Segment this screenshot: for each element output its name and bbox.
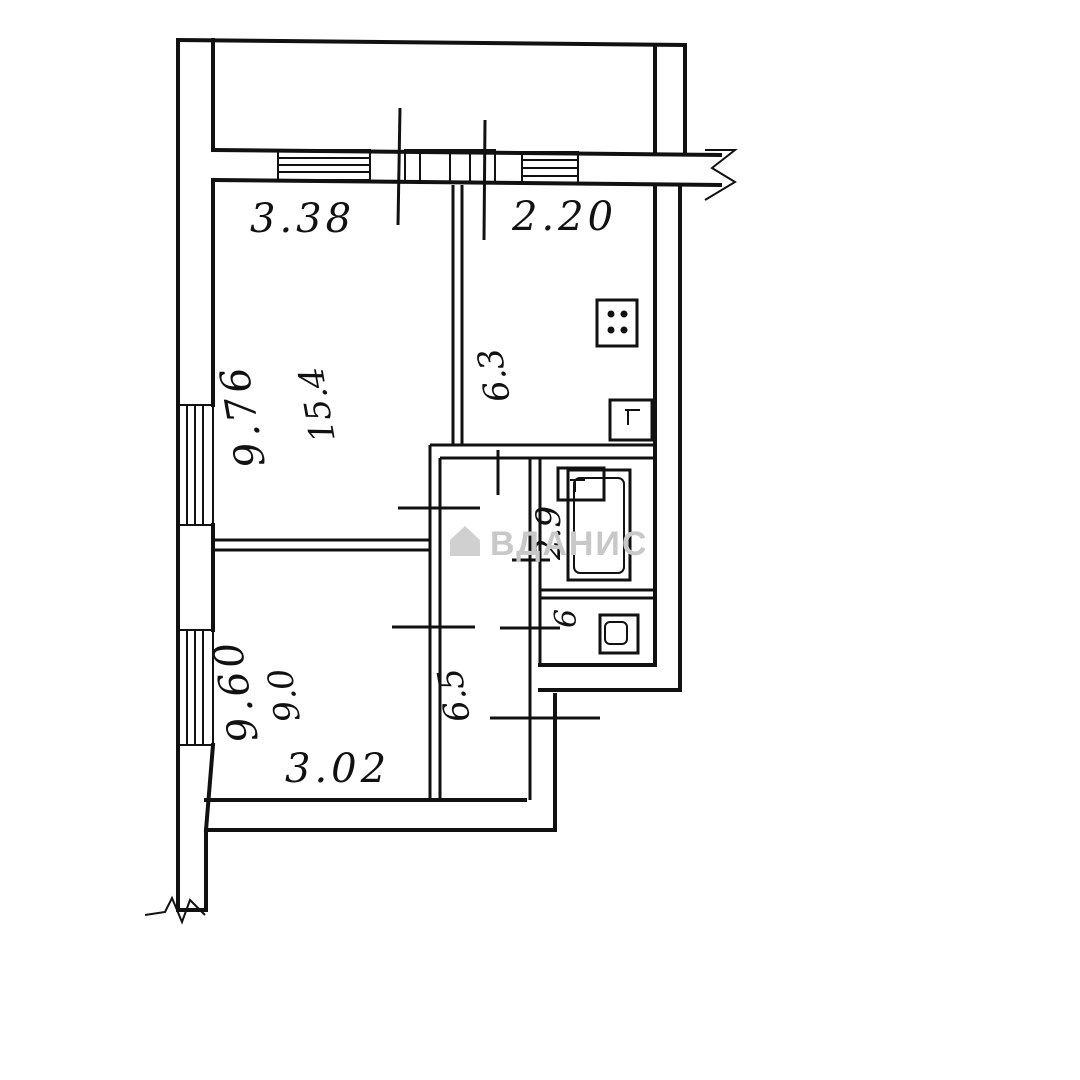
area-hall: 6.5 (430, 665, 479, 725)
area-room2: 9.0 (260, 665, 309, 725)
balcony-door (404, 149, 496, 183)
toilet-icon (598, 613, 640, 655)
area-bath: 2.9 (529, 506, 569, 561)
window-room1-north (277, 149, 371, 181)
dimension-room2-width: 3.02 (285, 746, 390, 792)
area-kitchen: 6.3 (470, 345, 519, 405)
washbasin-icon (556, 466, 606, 502)
dimension-room1-width: 3.38 (250, 196, 355, 242)
break-mark-south (144, 895, 206, 925)
area-room1: 15.4 (291, 364, 344, 445)
window-room2-west (177, 629, 214, 746)
bathtub-icon (566, 468, 632, 582)
break-mark-east (704, 149, 738, 201)
door-marks (392, 107, 600, 720)
watermark: ВДАНИС (450, 525, 648, 563)
svg-text:6: 6 (549, 609, 584, 628)
stove-icon (595, 298, 639, 348)
kitchen-sink-icon (608, 398, 654, 442)
window-room1-west (177, 404, 214, 526)
window-kitchen-north (521, 151, 579, 185)
dimension-kitchen-width: 2.20 (511, 194, 617, 240)
wc-tank-icon: 6 (549, 609, 584, 628)
dimension-room1-length: 9.76 (211, 360, 275, 471)
watermark-text: ВДАНИС (490, 525, 648, 563)
